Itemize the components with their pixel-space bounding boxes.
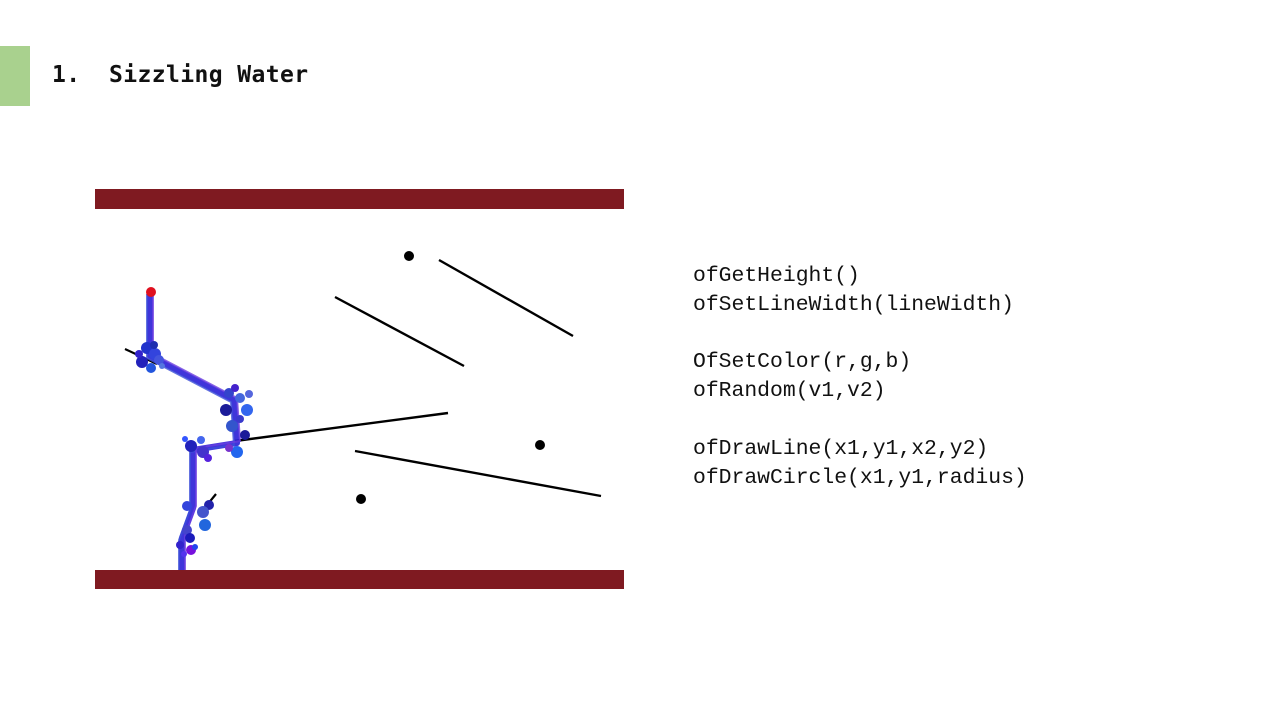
water-stream [146, 294, 242, 570]
stream-tip [146, 287, 156, 297]
slide-title: 1. Sizzling Water [52, 62, 309, 88]
sketch-preview [95, 188, 624, 590]
code-line: ofSetLineWidth(lineWidth) [693, 292, 1014, 317]
code-line [693, 406, 1027, 435]
code-snippet: ofGetHeight() ofSetLineWidth(lineWidth) … [693, 262, 1027, 492]
code-line: OfSetColor(r,g,b) [693, 350, 912, 375]
sizzle-dot [535, 440, 545, 450]
code-line [693, 320, 1027, 349]
sizzle-line [438, 258, 574, 338]
sizzle-dot [404, 251, 414, 261]
sizzle-line [334, 295, 465, 368]
top-band [95, 189, 624, 209]
code-line: ofDrawCircle(x1,y1,radius) [693, 465, 1027, 490]
sizzle-line [354, 449, 602, 498]
code-line: ofDrawLine(x1,y1,x2,y2) [693, 436, 989, 461]
sizzle-dot [356, 494, 366, 504]
bubbles [135, 341, 253, 557]
code-line: ofRandom(v1,v2) [693, 379, 886, 404]
accent-bar [0, 46, 30, 106]
code-line: ofGetHeight() [693, 264, 860, 288]
sizzle-line [234, 411, 449, 443]
bottom-band [95, 570, 624, 589]
